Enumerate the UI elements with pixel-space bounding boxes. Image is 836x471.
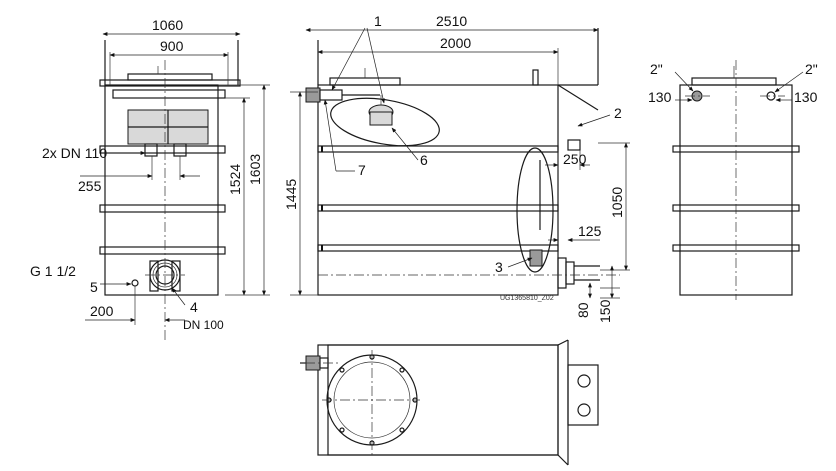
front-view-tank-body [317,84,559,296]
dim-1603: 1603 [247,154,263,185]
side-view-tank-body [104,84,219,296]
label-g112: G 1 1/2 [30,263,76,279]
dim-1524: 1524 [227,164,243,195]
end-view-manhole-cover [691,77,777,86]
dim-200: 200 [90,303,114,319]
callout-3: 3 [495,259,503,275]
side-view [99,40,241,340]
dim-900: 900 [160,38,184,54]
dim-250: 250 [563,151,587,167]
valve-7 [305,87,321,103]
dim-1060: 1060 [152,17,183,33]
front-view-band-2 [317,204,559,212]
dim-130-right: 130 [794,89,818,105]
dim-130-left: 130 [648,89,672,105]
drawing-code: UG1365810_Z02 [500,295,554,302]
dim-125: 125 [578,223,602,239]
front-view-dimensions: 2510 2000 1445 1050 250 125 80 150 1 2 [283,13,630,323]
callout-1: 1 [374,13,382,29]
side-view-band-2 [99,204,226,213]
label-thread-left: 2" [650,61,663,77]
dim-80: 80 [575,302,591,318]
label-dn100: DN 100 [183,318,224,332]
side-view-band-1 [99,145,226,154]
dim-255: 255 [78,178,102,194]
side-view-manhole-cover [127,73,213,81]
plan-outlet-block [567,364,599,426]
end-view-dimensions: 2" 2" 130 130 [648,61,818,105]
dim-1445: 1445 [283,179,299,210]
float-detail [330,97,440,147]
g-connection [131,279,139,287]
dim-2000: 2000 [440,35,471,51]
callout-2: 2 [614,105,622,121]
callout-6: 6 [420,152,428,168]
front-view: UG1365810_Z02 [305,28,620,302]
dim-2510: 2510 [436,13,467,29]
plan-view [300,339,599,466]
front-view-band-1 [317,145,559,153]
callout-5: 5 [90,279,98,295]
end-view [672,60,800,300]
side-view-band-3 [99,246,226,255]
callout-4: 4 [190,299,198,315]
dim-1050: 1050 [609,187,625,218]
side-view-dimensions: 1060 900 1524 1603 2x DN 110 255 G 1 1/2… [30,17,270,332]
callout-7: 7 [358,162,366,178]
label-dn110: 2x DN 110 [42,145,107,161]
level-switch-detail [516,147,554,273]
dim-150: 150 [597,299,613,323]
front-view-band-3 [317,244,559,252]
label-thread-right: 2" [805,61,818,77]
front-view-manhole-cover [329,77,401,86]
